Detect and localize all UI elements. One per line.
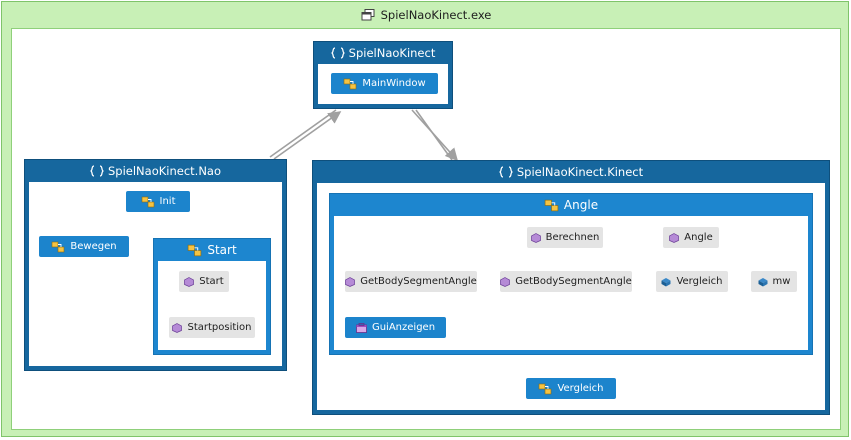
- class-icon: [544, 199, 559, 212]
- field-icon: [661, 277, 671, 287]
- member-startposition-method[interactable]: Startposition: [169, 317, 255, 338]
- method-icon: [530, 232, 541, 243]
- class-node-mainwindow-label: MainWindow: [362, 78, 426, 89]
- member-startposition-label: Startposition: [187, 322, 252, 333]
- class-node-vergleich-label: Vergleich: [557, 383, 604, 394]
- namespace-root-title: SpielNaoKinect: [348, 46, 436, 60]
- namespace-icon: [90, 165, 104, 177]
- class-node-init-label: Init: [159, 196, 176, 207]
- class-node-bewegen[interactable]: Bewegen: [39, 236, 129, 257]
- member-vergleich-field[interactable]: Vergleich: [656, 271, 728, 292]
- class-group-angle-title: Angle: [563, 198, 599, 212]
- assembly-header[interactable]: SpielNaoKinect.exe: [2, 2, 850, 28]
- member-mw-field[interactable]: mw: [751, 271, 797, 292]
- method-icon: [500, 276, 511, 287]
- link-nao-to-root-a: [269, 109, 337, 158]
- namespace-nao-title: SpielNaoKinect.Nao: [107, 164, 222, 178]
- class-icon: [187, 244, 202, 257]
- assembly-icon: [361, 9, 375, 21]
- member-getbodysegmentangle-1-label: GetBodySegmentAngle: [360, 276, 477, 287]
- member-getbodysegmentangle-1[interactable]: GetBodySegmentAngle: [345, 271, 477, 292]
- member-start-label: Start: [199, 276, 224, 287]
- member-vergleich-field-label: Vergleich: [676, 276, 723, 287]
- member-berechnen-label: Berechnen: [545, 232, 600, 243]
- class-node-bewegen-label: Bewegen: [70, 241, 117, 252]
- class-group-start-header: Start: [154, 239, 270, 261]
- method-icon: [345, 276, 356, 287]
- class-icon: [51, 241, 65, 253]
- namespace-icon: [330, 47, 345, 59]
- class-node-vergleich[interactable]: Vergleich: [526, 378, 616, 399]
- class-group-start-title: Start: [207, 243, 237, 257]
- class-icon: [343, 78, 357, 90]
- namespace-icon: [499, 166, 513, 178]
- member-angle-method[interactable]: Angle: [663, 227, 719, 248]
- member-guianzeigen-label: GuiAnzeigen: [371, 322, 436, 333]
- class-node-mainwindow[interactable]: MainWindow: [331, 73, 438, 94]
- method-icon: [669, 232, 680, 243]
- member-start-method[interactable]: Start: [179, 271, 229, 292]
- link-nao-to-root-b: [273, 111, 342, 160]
- link-kinect-to-root-b: [411, 109, 459, 162]
- namespace-root[interactable]: SpielNaoKinect MainWindow: [313, 41, 453, 109]
- method-icon: [172, 322, 183, 333]
- namespace-kinect-title: SpielNaoKinect.Kinect: [516, 165, 644, 179]
- member-getbodysegmentangle-2-label: GetBodySegmentAngle: [515, 276, 632, 287]
- field-icon: [758, 277, 768, 287]
- member-berechnen-method[interactable]: Berechnen: [527, 227, 603, 248]
- member-angle-label: Angle: [684, 232, 713, 243]
- event-icon: [356, 322, 367, 333]
- namespace-root-header: SpielNaoKinect: [314, 42, 452, 64]
- class-icon: [538, 383, 552, 395]
- class-group-angle-header: Angle: [330, 194, 812, 216]
- namespace-root-body: MainWindow: [318, 64, 448, 104]
- namespace-nao-header: SpielNaoKinect.Nao: [25, 160, 286, 182]
- member-guianzeigen[interactable]: GuiAnzeigen: [345, 317, 446, 338]
- namespace-kinect-header: SpielNaoKinect.Kinect: [313, 161, 829, 183]
- member-mw-label: mw: [772, 276, 791, 287]
- class-icon: [141, 196, 155, 208]
- method-icon: [184, 276, 195, 287]
- assembly-title: SpielNaoKinect.exe: [380, 8, 492, 22]
- member-getbodysegmentangle-2[interactable]: GetBodySegmentAngle: [500, 271, 632, 292]
- class-node-init[interactable]: Init: [126, 191, 190, 212]
